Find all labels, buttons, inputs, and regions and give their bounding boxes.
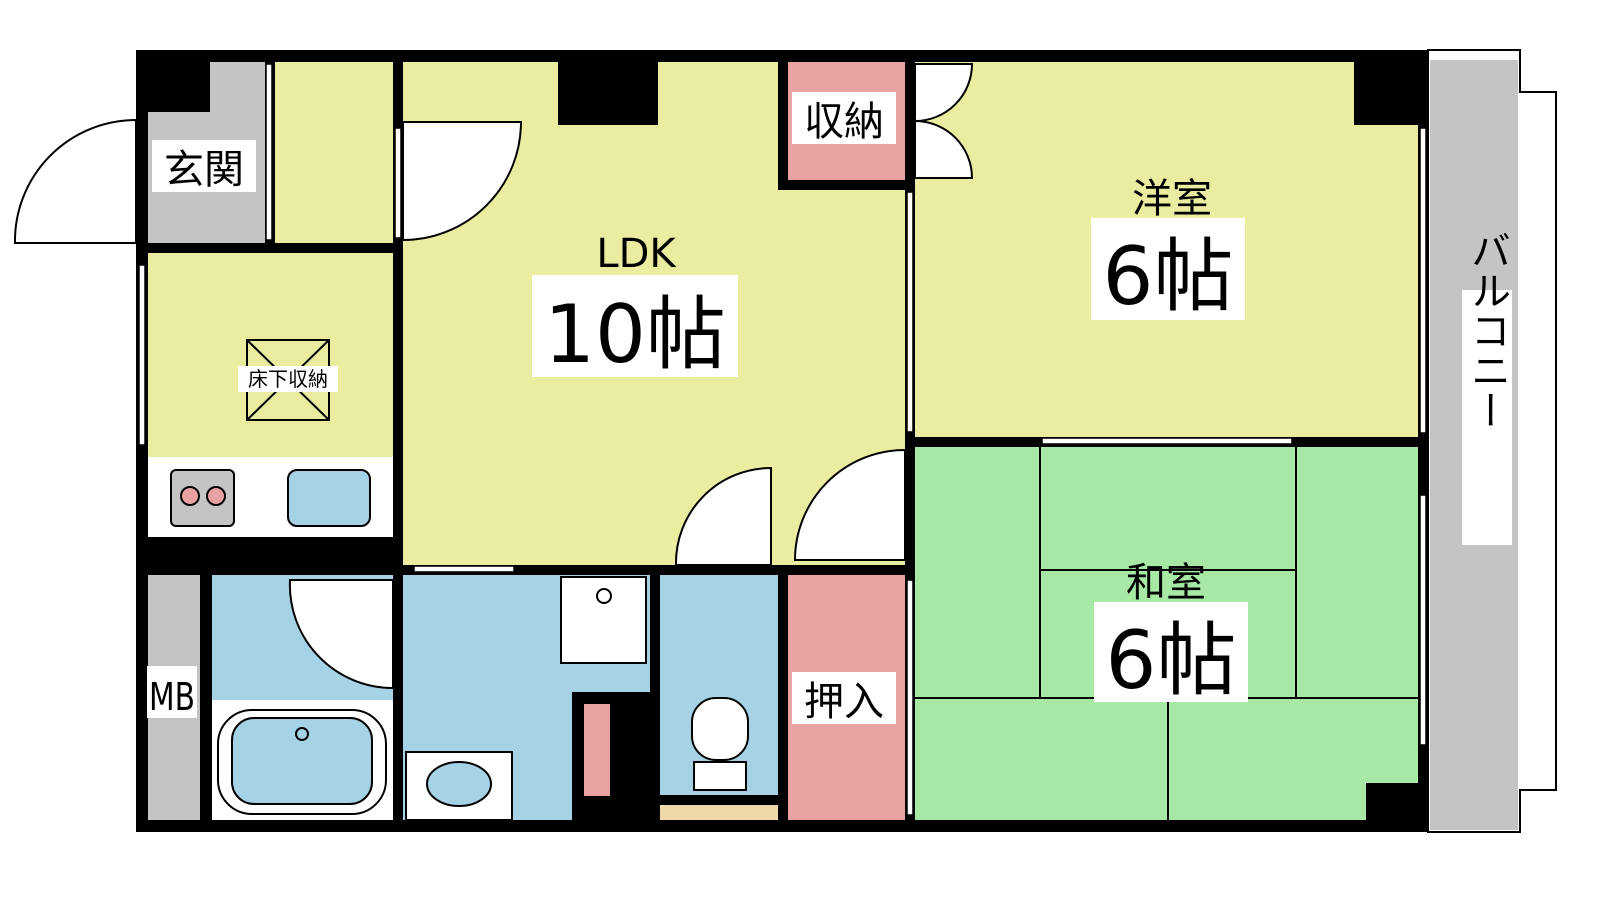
door-icon: [793, 448, 906, 561]
underfloor-storage-icon: 床下収納: [238, 339, 338, 421]
closet-door-icon: [914, 119, 974, 179]
storage-label: 収納: [804, 99, 884, 145]
entrance-door-icon: [13, 118, 137, 244]
underfloor-label: 床下収納: [248, 367, 328, 391]
door-icon: [402, 121, 523, 242]
door-icon: [674, 466, 772, 566]
stove-icon: [170, 469, 235, 527]
ldk-label: LDK: [596, 231, 677, 277]
toilet-icon: [691, 697, 749, 791]
balcony-label: バルコニー: [1464, 230, 1510, 430]
japanese-label: 和室: [1126, 560, 1206, 606]
sink-icon: [287, 469, 371, 527]
western-size: 6帖: [1103, 230, 1234, 323]
western-label: 洋室: [1132, 176, 1212, 222]
windows: [138, 63, 1427, 816]
mb-label: MB: [149, 675, 195, 719]
washer-icon: [560, 576, 647, 664]
entrance-label: 玄関: [164, 147, 244, 193]
japanese-size: 6帖: [1106, 614, 1237, 707]
corridor: [275, 62, 393, 243]
door-icon: [288, 579, 394, 690]
kitchen-area: [148, 253, 393, 457]
closet-label: 押入: [804, 679, 884, 725]
ldk-size: 10帖: [544, 288, 726, 381]
